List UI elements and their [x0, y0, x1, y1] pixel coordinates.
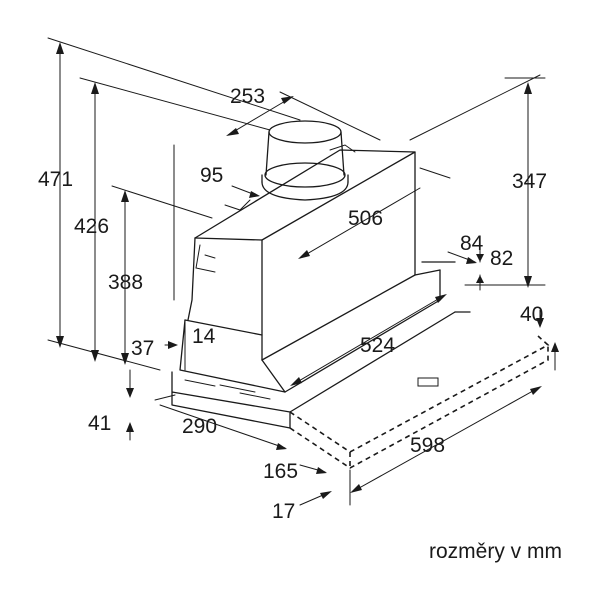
exhaust-collar [261, 120, 349, 201]
dimension-labels: 471 426 388 253 95 506 347 84 82 40 524 … [38, 85, 547, 523]
dim-524-label: 524 [360, 334, 395, 357]
dim-41-label: 41 [88, 412, 111, 435]
dim-506-label: 506 [348, 207, 383, 230]
dim-290-label: 290 [182, 415, 217, 438]
dim-347-label: 347 [512, 170, 547, 193]
dim-84-label: 84 [460, 232, 484, 255]
dim-598-label: 598 [410, 434, 445, 457]
dim-95-label: 95 [200, 164, 223, 187]
dim-37-label: 37 [131, 337, 154, 360]
dim-165-label: 165 [263, 460, 298, 483]
dim-388-label: 388 [108, 271, 143, 294]
dim-14-label: 14 [192, 325, 216, 348]
units-caption: rozměry v mm [429, 540, 562, 563]
dimension-lines [47, 37, 559, 506]
hood-body [171, 144, 550, 469]
dim-426-label: 426 [74, 215, 109, 238]
dim-82-label: 82 [490, 247, 513, 270]
dim-471-label: 471 [38, 168, 73, 191]
dim-253-label: 253 [230, 85, 265, 108]
dim-17-label: 17 [272, 500, 295, 523]
dim-40-label: 40 [520, 303, 543, 326]
